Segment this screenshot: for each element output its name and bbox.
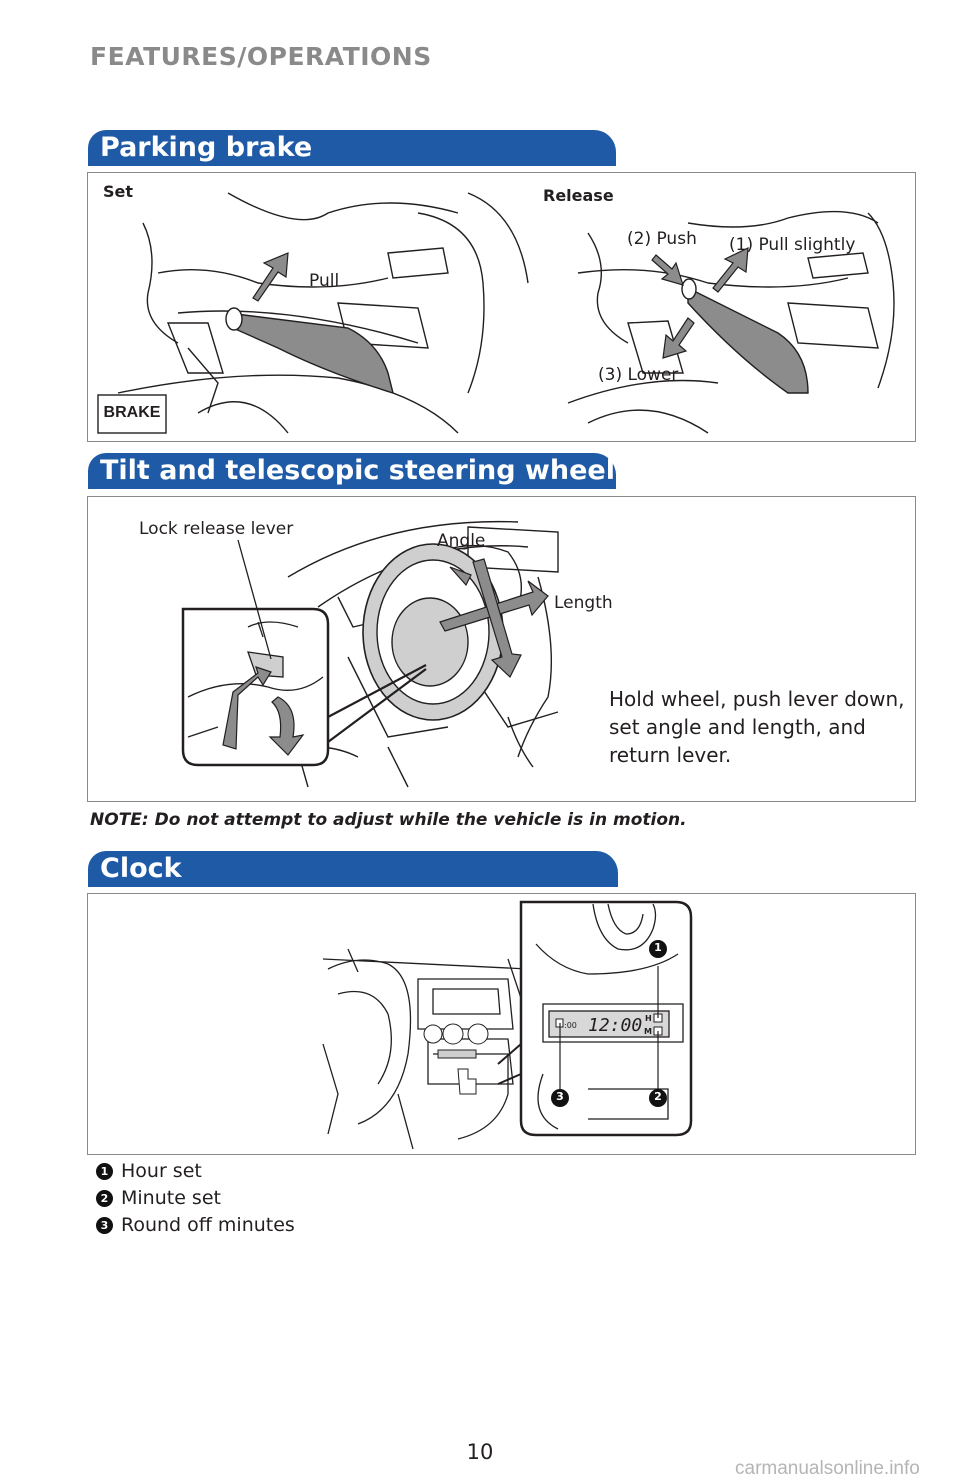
clock-display-round: :00: [564, 1021, 577, 1030]
legend-item-hour-set: 1 Hour set: [96, 1158, 202, 1184]
clock-display-time: 12:00: [588, 1015, 643, 1036]
release-label: Release: [543, 186, 614, 205]
legend-badge-3: 3: [96, 1216, 113, 1234]
steering-note: NOTE: Do not attempt to adjust while the…: [90, 810, 687, 830]
pull-label: Pull: [309, 271, 340, 291]
legend-text-round-off: Round off minutes: [121, 1214, 295, 1236]
watermark: carmanualsonline.info: [735, 1458, 920, 1479]
legend-text-minute-set: Minute set: [121, 1187, 221, 1209]
clock-heading: Clock: [88, 851, 618, 887]
steering-panel: Lock release lever Angle Length Hold whe…: [87, 496, 916, 802]
parking-brake-heading: Parking brake: [88, 130, 616, 166]
steering-heading: Tilt and telescopic steering wheel: [88, 453, 616, 489]
legend-text-hour-set: Hour set: [121, 1160, 202, 1182]
page-number: 10: [466, 1440, 494, 1464]
legend-badge-1: 1: [96, 1162, 113, 1180]
parking-brake-illustration: [97, 192, 895, 434]
page-section-title: FEATURES/OPERATIONS: [90, 42, 432, 71]
length-label: Length: [554, 593, 613, 613]
pull-slightly-label: (1) Pull slightly: [729, 235, 856, 255]
badge-3-icon: 3: [556, 1090, 564, 1103]
parking-brake-panel: Set Release Pull (2) Push (1) Pull sligh…: [87, 172, 916, 442]
lock-release-label: Lock release lever: [139, 519, 294, 539]
badge-2-icon: 2: [654, 1090, 662, 1103]
badge-1-icon: 1: [654, 941, 662, 954]
steering-illustration: [181, 520, 559, 788]
push-label: (2) Push: [627, 229, 697, 249]
brake-indicator-label: BRAKE: [103, 404, 161, 421]
angle-label: Angle: [437, 531, 486, 551]
clock-illustration: [322, 900, 693, 1150]
lower-label: (3) Lower: [598, 365, 679, 385]
legend-item-round-off: 3 Round off minutes: [96, 1212, 295, 1238]
clock-panel: 12:00 :00 H M 1 2 3: [87, 893, 916, 1155]
set-label: Set: [103, 182, 134, 201]
minute-button-label: M: [644, 1027, 652, 1036]
legend-item-minute-set: 2 Minute set: [96, 1185, 221, 1211]
hour-button-label: H: [645, 1014, 652, 1023]
steering-instructions: Hold wheel, push lever down, set angle a…: [609, 687, 905, 767]
legend-badge-2: 2: [96, 1189, 113, 1207]
